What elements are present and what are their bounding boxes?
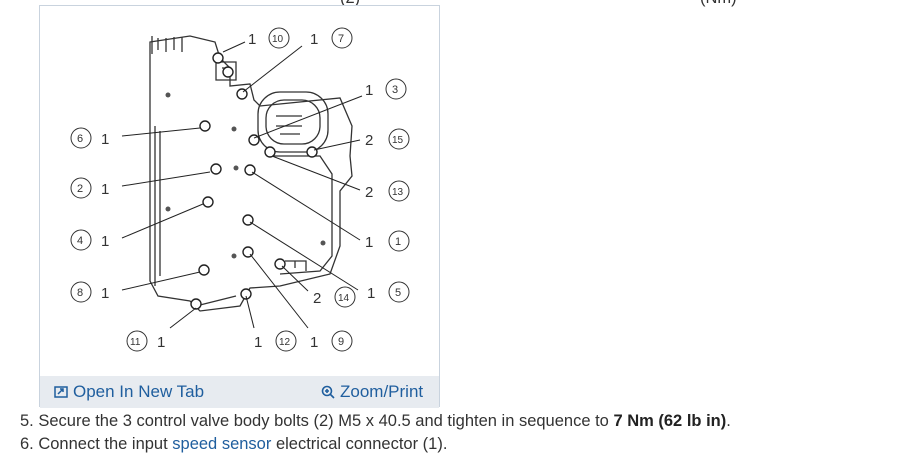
svg-text:1: 1	[101, 131, 109, 148]
callout-13: 2 13	[365, 180, 410, 202]
svg-text:1: 1	[365, 234, 373, 251]
svg-text:2: 2	[365, 132, 373, 149]
svg-text:7: 7	[338, 33, 344, 45]
open-in-new-tab-label: Open In New Tab	[73, 382, 205, 401]
svg-text:1: 1	[157, 334, 165, 351]
svg-text:13: 13	[392, 187, 404, 198]
callout-8: 8 1	[70, 281, 109, 303]
callout-6: 6 1	[70, 127, 109, 149]
figure-toolbar: Open In New Tab Zoom/Print	[40, 376, 439, 408]
svg-text:14: 14	[338, 293, 350, 304]
svg-text:2: 2	[365, 184, 373, 201]
figure-frame: 1 10 1 7 1 3 2 15 2 13	[39, 5, 440, 408]
svg-text:3: 3	[392, 84, 398, 96]
svg-text:15: 15	[392, 135, 404, 146]
step-6-text: 6. Connect the input speed sensor electr…	[20, 435, 448, 453]
svg-text:1: 1	[101, 285, 109, 302]
open-in-new-tab-icon	[54, 386, 68, 398]
callout-2: 2 1	[70, 177, 109, 199]
svg-text:1: 1	[367, 285, 375, 302]
callout-3: 1 3	[365, 78, 407, 100]
clipped-text-fragment: (Nm)	[700, 0, 737, 8]
callout-4: 4 1	[70, 229, 109, 251]
clipped-text-fragment: (2)	[340, 0, 360, 8]
svg-text:9: 9	[338, 336, 344, 348]
svg-text:12: 12	[279, 337, 291, 348]
svg-text:6: 6	[77, 133, 83, 145]
svg-text:4: 4	[77, 235, 83, 247]
callout-5: 1 5	[367, 281, 410, 303]
zoom-icon	[321, 385, 335, 399]
callout-12: 1 12	[254, 330, 297, 352]
callout-14: 2 14	[313, 286, 356, 308]
svg-text:1: 1	[365, 82, 373, 99]
svg-text:2: 2	[313, 290, 321, 307]
svg-text:11: 11	[130, 337, 141, 348]
svg-text:1: 1	[395, 236, 401, 248]
step-5-text: 5. Secure the 3 control valve body bolts…	[20, 412, 731, 430]
svg-text:1: 1	[248, 31, 256, 48]
torque-spec: 7 Nm (62 lb in)	[613, 412, 727, 430]
callout-7: 1 7	[310, 27, 353, 49]
callout-1: 1 1	[365, 230, 410, 252]
svg-text:1: 1	[254, 334, 262, 351]
svg-text:2: 2	[77, 183, 83, 195]
svg-text:1: 1	[310, 31, 318, 48]
svg-text:1: 1	[101, 181, 109, 198]
svg-text:1: 1	[101, 233, 109, 250]
svg-text:5: 5	[395, 287, 401, 299]
callout-11: 11 1	[126, 330, 165, 352]
svg-text:8: 8	[77, 287, 83, 299]
zoom-print-link[interactable]: Zoom/Print	[321, 382, 423, 402]
open-in-new-tab-link[interactable]: Open In New Tab	[54, 382, 204, 402]
speed-sensor-link[interactable]: speed sensor	[172, 435, 272, 453]
valve-body-diagram: 1 10 1 7 1 3 2 15 2 13	[70, 27, 410, 352]
svg-text:1: 1	[310, 334, 318, 351]
zoom-print-label: Zoom/Print	[340, 382, 424, 401]
callout-10: 1 10	[248, 27, 290, 49]
callout-15: 2 15	[365, 128, 410, 150]
svg-text:10: 10	[272, 34, 284, 45]
callout-9: 1 9	[310, 330, 353, 352]
